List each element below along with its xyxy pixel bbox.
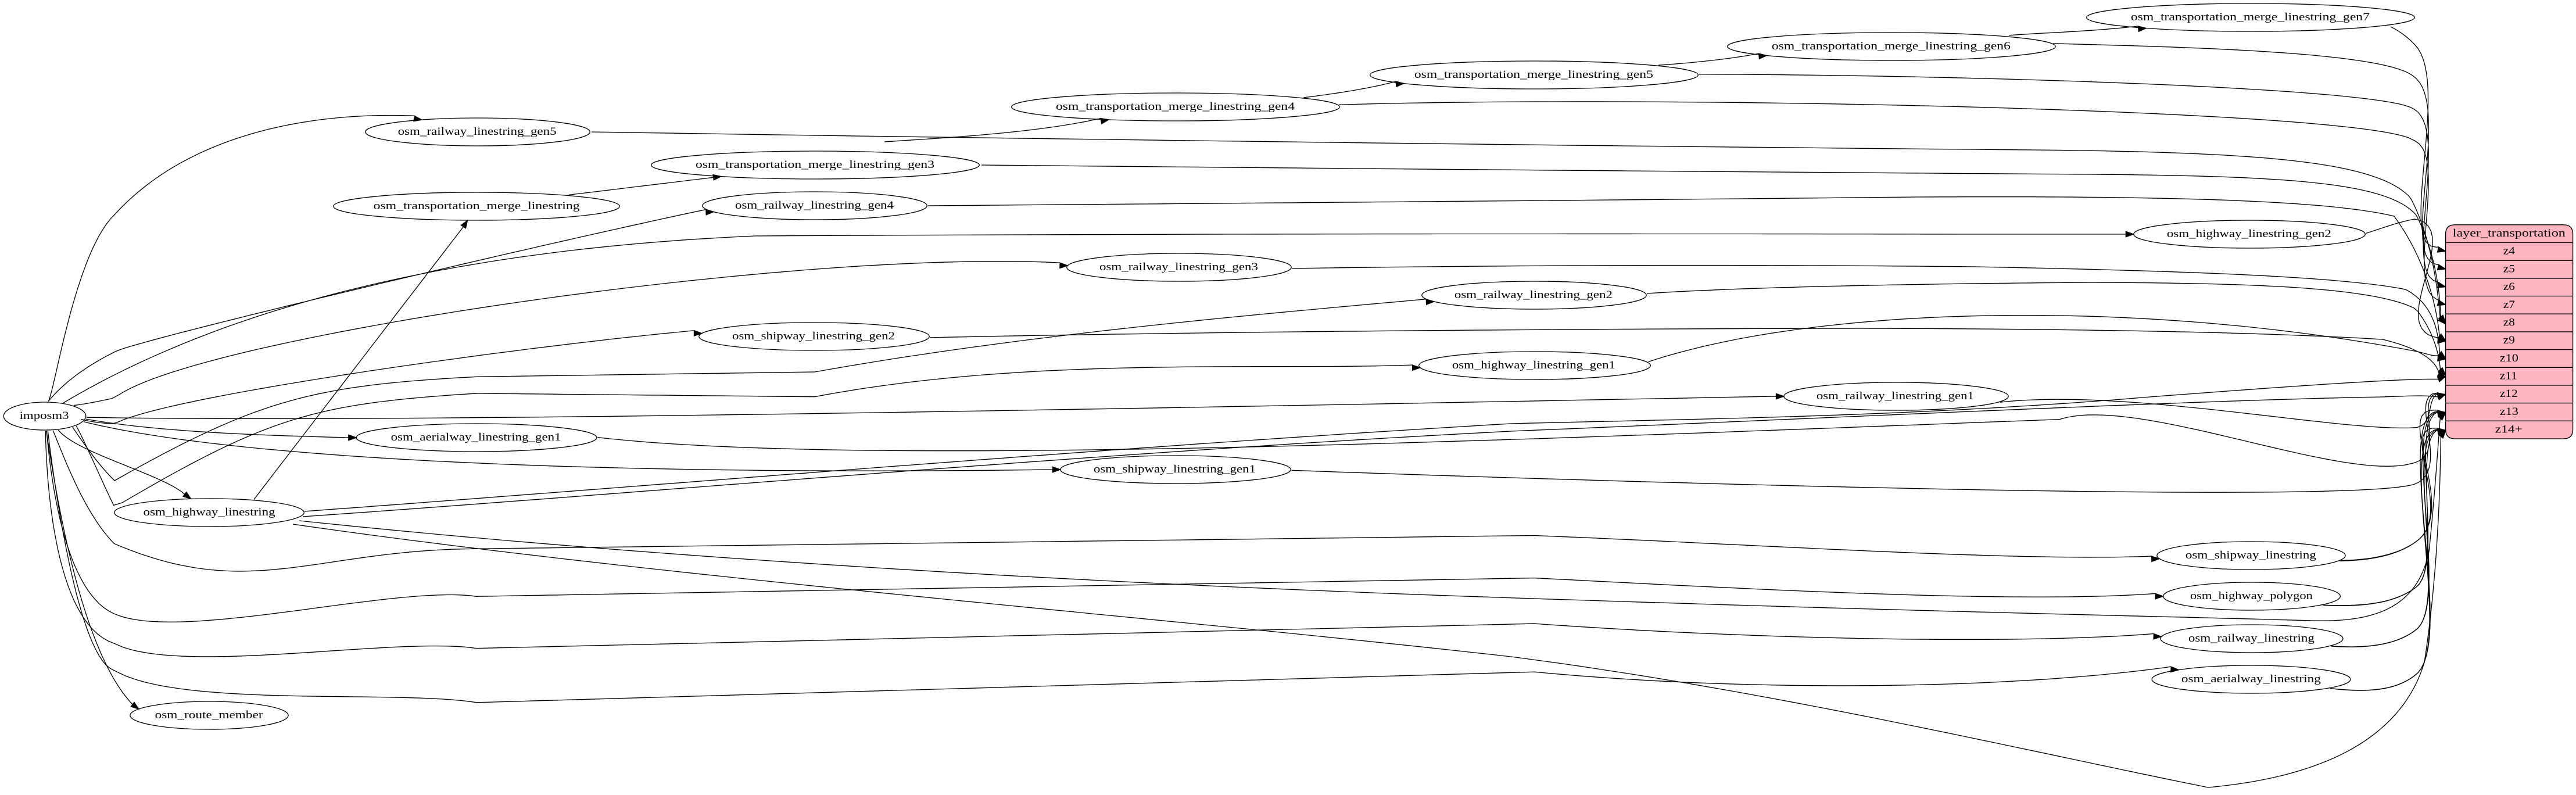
svg-text:osm_transportation_merge_lines: osm_transportation_merge_linestring_gen5 bbox=[1414, 69, 1653, 81]
svg-text:z13: z13 bbox=[2500, 406, 2518, 418]
svg-text:z12: z12 bbox=[2500, 388, 2518, 400]
svg-text:z9: z9 bbox=[2503, 334, 2515, 346]
svg-text:osm_railway_linestring: osm_railway_linestring bbox=[2188, 632, 2315, 644]
svg-text:layer_transportation: layer_transportation bbox=[2453, 227, 2566, 239]
svg-text:osm_route_member: osm_route_member bbox=[155, 709, 264, 721]
svg-text:z4: z4 bbox=[2503, 245, 2516, 257]
svg-text:osm_highway_polygon: osm_highway_polygon bbox=[2190, 590, 2313, 602]
svg-text:osm_transportation_merge_lines: osm_transportation_merge_linestring_gen6 bbox=[1772, 40, 2011, 52]
svg-text:osm_shipway_linestring_gen1: osm_shipway_linestring_gen1 bbox=[1094, 463, 1256, 475]
svg-text:osm_highway_linestring_gen1: osm_highway_linestring_gen1 bbox=[1452, 359, 1615, 371]
svg-text:osm_highway_linestring: osm_highway_linestring bbox=[144, 506, 275, 518]
svg-text:osm_railway_linestring_gen2: osm_railway_linestring_gen2 bbox=[1454, 289, 1613, 301]
svg-text:osm_transportation_merge_lines: osm_transportation_merge_linestring bbox=[374, 200, 580, 212]
svg-text:z7: z7 bbox=[2503, 299, 2515, 311]
svg-text:z11: z11 bbox=[2500, 370, 2517, 382]
svg-text:z6: z6 bbox=[2503, 281, 2515, 293]
svg-text:z8: z8 bbox=[2503, 317, 2515, 329]
svg-text:osm_railway_linestring_gen3: osm_railway_linestring_gen3 bbox=[1099, 261, 1258, 273]
svg-text:z10: z10 bbox=[2500, 352, 2518, 364]
svg-text:z5: z5 bbox=[2503, 263, 2515, 275]
svg-text:z14+: z14+ bbox=[2495, 424, 2523, 436]
svg-text:osm_shipway_linestring: osm_shipway_linestring bbox=[2186, 549, 2316, 561]
svg-text:imposm3: imposm3 bbox=[20, 410, 69, 422]
svg-text:osm_aerialway_linestring: osm_aerialway_linestring bbox=[2181, 673, 2321, 685]
svg-text:osm_railway_linestring_gen5: osm_railway_linestring_gen5 bbox=[398, 126, 557, 138]
svg-text:osm_aerialway_linestring_gen1: osm_aerialway_linestring_gen1 bbox=[391, 431, 561, 443]
svg-text:osm_railway_linestring_gen4: osm_railway_linestring_gen4 bbox=[735, 199, 894, 212]
svg-text:osm_transportation_merge_lines: osm_transportation_merge_linestring_gen3 bbox=[696, 159, 934, 171]
svg-text:osm_transportation_merge_lines: osm_transportation_merge_linestring_gen7 bbox=[2131, 11, 2370, 23]
svg-text:osm_railway_linestring_gen1: osm_railway_linestring_gen1 bbox=[1817, 390, 1974, 402]
svg-text:osm_shipway_linestring_gen2: osm_shipway_linestring_gen2 bbox=[732, 330, 895, 342]
svg-text:osm_transportation_merge_lines: osm_transportation_merge_linestring_gen4 bbox=[1056, 101, 1295, 113]
svg-text:osm_highway_linestring_gen2: osm_highway_linestring_gen2 bbox=[2167, 228, 2331, 240]
